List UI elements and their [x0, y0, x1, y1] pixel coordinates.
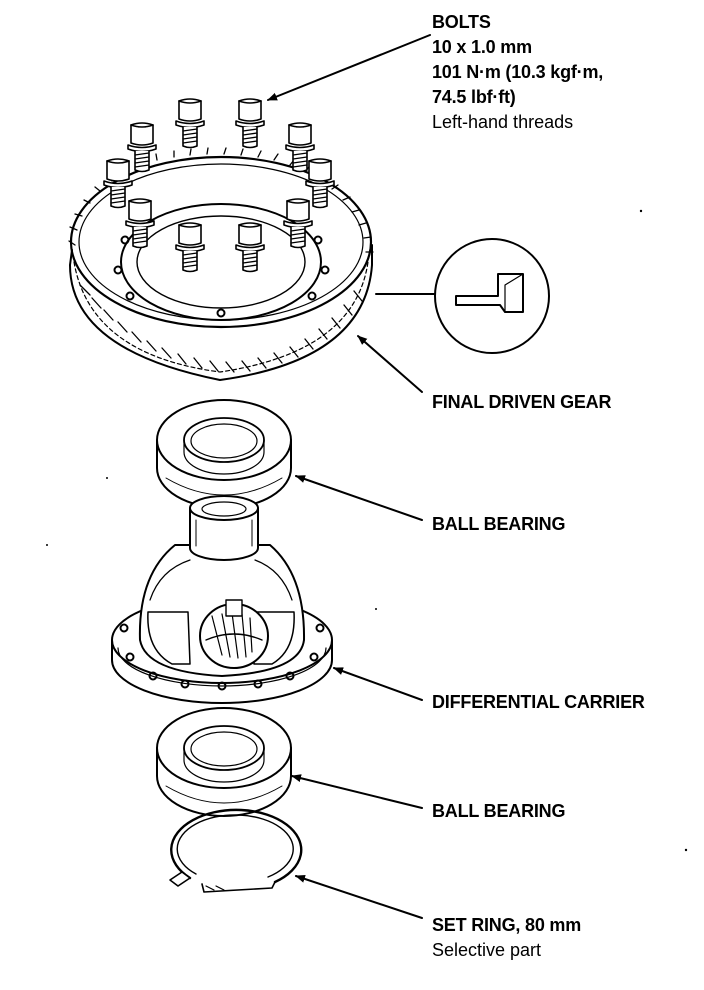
bolts-note: Left-hand threads	[432, 112, 574, 132]
differential-carrier-label: DIFFERENTIAL CARRIER	[432, 692, 645, 712]
tooth-profile-detail	[375, 238, 550, 354]
bolts-torque-line-2: 74.5 lbf·ft)	[432, 87, 516, 107]
upper-ball-bearing	[156, 399, 292, 509]
bolts-title: BOLTS	[432, 12, 491, 32]
bolts-torque-line-1: 101 N·m (10.3 kgf·m,	[432, 62, 604, 82]
bolts-size: 10 x 1.0 mm	[432, 37, 532, 57]
set-ring-title: SET RING, 80 mm	[432, 915, 582, 935]
ball-bearing-lower-label: BALL BEARING	[432, 801, 566, 821]
bolts-label-block: BOLTS 10 x 1.0 mm 101 N·m (10.3 kgf·m, 7…	[432, 10, 603, 135]
set-ring-label-block: SET RING, 80 mm Selective part	[432, 913, 581, 963]
ball-bearing-upper-label: BALL BEARING	[432, 514, 566, 534]
final-driven-gear	[68, 147, 374, 381]
lower-ball-bearing	[156, 707, 292, 817]
final-driven-gear-label: FINAL DRIVEN GEAR	[432, 392, 612, 412]
set-ring-note: Selective part	[432, 940, 542, 960]
leader-lines	[267, 34, 431, 919]
differential-carrier	[111, 495, 333, 704]
scan-specks	[46, 209, 688, 852]
set-ring	[169, 808, 303, 893]
